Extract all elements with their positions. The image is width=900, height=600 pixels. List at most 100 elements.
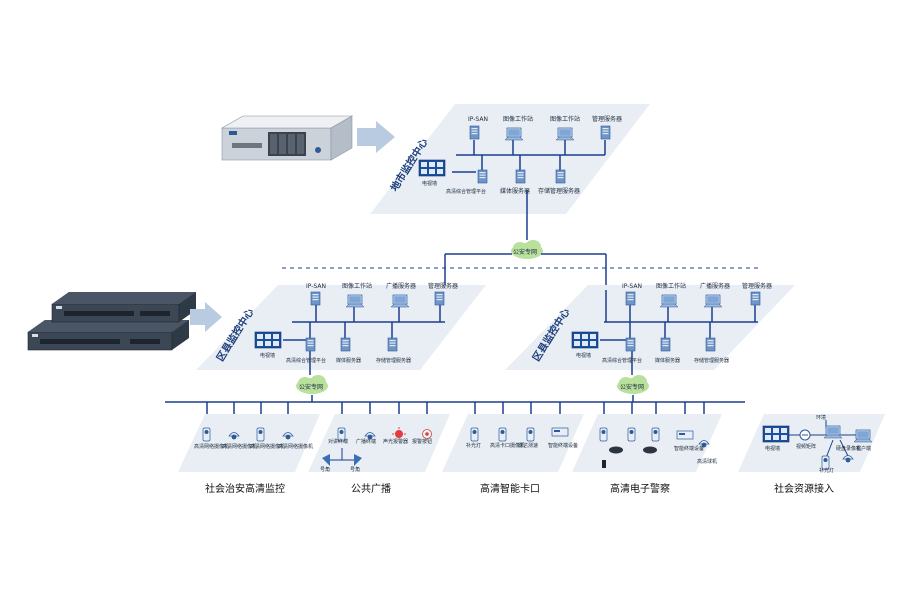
city-device-label: IP-SAN: [468, 116, 488, 123]
trunk-lines: [444, 253, 607, 290]
zone-surveillance-title: 社会治安高清监控: [205, 482, 285, 495]
county-right-wall-label: 电视墙: [576, 352, 591, 359]
media-server-icon: [340, 337, 351, 352]
arrow-county: [190, 302, 222, 332]
broadcast-device-label: 声光报警器: [383, 438, 408, 445]
rack-server-image: [220, 115, 354, 161]
county-right-bus-lines: [600, 290, 758, 375]
horn-label: 号角: [320, 466, 330, 473]
ip-san-icon: [310, 291, 321, 306]
workstation-icon: [555, 127, 575, 141]
surveillance-device-label: 高清网络摄像机: [278, 443, 313, 450]
surveillance-device-label: 高清网络摄像机: [250, 443, 285, 450]
city-device-label: 图像工作站: [503, 115, 533, 123]
video-wall-icon: [571, 331, 599, 349]
alarm-button-icon: [422, 429, 432, 439]
server-icon: [434, 291, 445, 306]
county-left-bus-lines: [283, 305, 445, 375]
storage-server-icon: [705, 337, 716, 352]
social-device-label: 视频矩阵: [796, 443, 816, 450]
traffic-light-icon: [602, 460, 606, 468]
county-right-storage-label: 存储管理服务器: [694, 357, 729, 364]
broadcast-workstation-icon: [703, 294, 723, 308]
county-left-device-label: IP-SAN: [306, 283, 326, 290]
city-platform-label: 高清综合管理平台: [446, 188, 486, 195]
county-right-panel: [505, 285, 795, 370]
radar-icon: [526, 427, 535, 442]
server-icon: [750, 291, 761, 306]
fill-light-icon: [470, 427, 479, 442]
switch-image: [27, 292, 196, 351]
broadcast-device-label: 对讲终端: [328, 438, 348, 445]
broadcast-device-label: 报警按钮: [412, 438, 432, 445]
county-left-wall-label: 电视墙: [260, 352, 275, 359]
workstation-icon: [659, 294, 679, 308]
city-bus-lines: [452, 140, 606, 240]
county-left-panel: [196, 285, 486, 370]
ip-san-icon: [625, 291, 636, 306]
county-right-device-label: IP-SAN: [622, 283, 642, 290]
county-left-device-label: 广播服务器: [386, 282, 416, 290]
workstation-icon: [345, 294, 365, 308]
county-left-media-label: 媒体服务器: [336, 357, 361, 364]
county-left-device-label: 图像工作站: [342, 282, 372, 290]
zone-checkpoint-title: 高清智能卡口: [480, 482, 540, 495]
video-wall-icon: [254, 331, 282, 349]
checkpoint-device-label: 补光灯: [466, 442, 481, 449]
camera-icon: [627, 427, 636, 442]
zone-social-title: 社会资源接入: [774, 482, 834, 495]
broadcast-workstation-icon: [390, 294, 410, 308]
public-net-label: 公安专网: [513, 248, 537, 256]
ip-san-icon: [469, 125, 480, 140]
city-center-panel: [370, 104, 650, 214]
car-icon: [609, 446, 657, 454]
police-device-label: 高清球机: [697, 458, 717, 465]
camera-icon: [599, 427, 608, 442]
server-icon: [600, 125, 611, 140]
zone-surveillance-panel: [178, 414, 320, 472]
camera-icon: [651, 427, 660, 442]
checkpoint-camera-icon: [498, 427, 507, 442]
horn-icon: [354, 454, 362, 466]
broadcast-device-label: 广播终端: [356, 438, 376, 445]
social-device-label: 环境: [816, 414, 826, 421]
storage-server-icon: [555, 169, 566, 184]
workstation-icon: [504, 127, 524, 141]
camera-icon: [202, 427, 211, 442]
media-server-icon: [660, 337, 671, 352]
checkpoint-device-label: 高清卡口摄像机: [490, 442, 525, 449]
video-matrix-icon: [799, 429, 811, 441]
county-left-device-label: 管理服务器: [428, 282, 458, 290]
video-wall-icon: [418, 159, 446, 177]
county-left-platform-label: 高清综合管理平台: [286, 357, 326, 364]
platform-server-icon: [477, 169, 488, 184]
zone-social-panel: [738, 414, 885, 472]
client-icon: [853, 429, 873, 443]
smart-terminal-icon: [551, 427, 569, 437]
alarm-light-icon: [392, 427, 406, 438]
city-media-label: 媒体服务器: [500, 187, 530, 195]
county-right-media-label: 媒体服务器: [655, 357, 680, 364]
city-device-label: 管理服务器: [592, 115, 622, 123]
police-terminal-icon: [676, 430, 694, 440]
surveillance-device-label: 高清网络摄像机: [194, 443, 229, 450]
platform-server-icon: [625, 337, 636, 352]
checkpoint-device-label: 智能终端设备: [548, 442, 578, 449]
social-device-label: 补光灯: [819, 467, 834, 474]
social-device-label: 硬盘录像机: [836, 445, 861, 452]
county-right-platform-label: 高清综合管理平台: [602, 357, 642, 364]
video-wall-icon: [762, 425, 790, 443]
public-net-right-label: 公安专网: [620, 383, 644, 391]
horn-icon: [322, 454, 330, 466]
social-device-label: 客户端: [856, 445, 871, 452]
dvr-icon: [823, 425, 843, 439]
social-device-label: 电视墙: [765, 445, 780, 452]
zone-broadcast-title: 公共广播: [351, 482, 391, 495]
city-wall-label: 电视墙: [422, 180, 437, 187]
county-right-device-label: 图像工作站: [656, 282, 686, 290]
county-right-device-label: 广播服务器: [700, 282, 730, 290]
media-server-icon: [515, 169, 526, 184]
county-left-storage-label: 存储管理服务器: [376, 357, 411, 364]
